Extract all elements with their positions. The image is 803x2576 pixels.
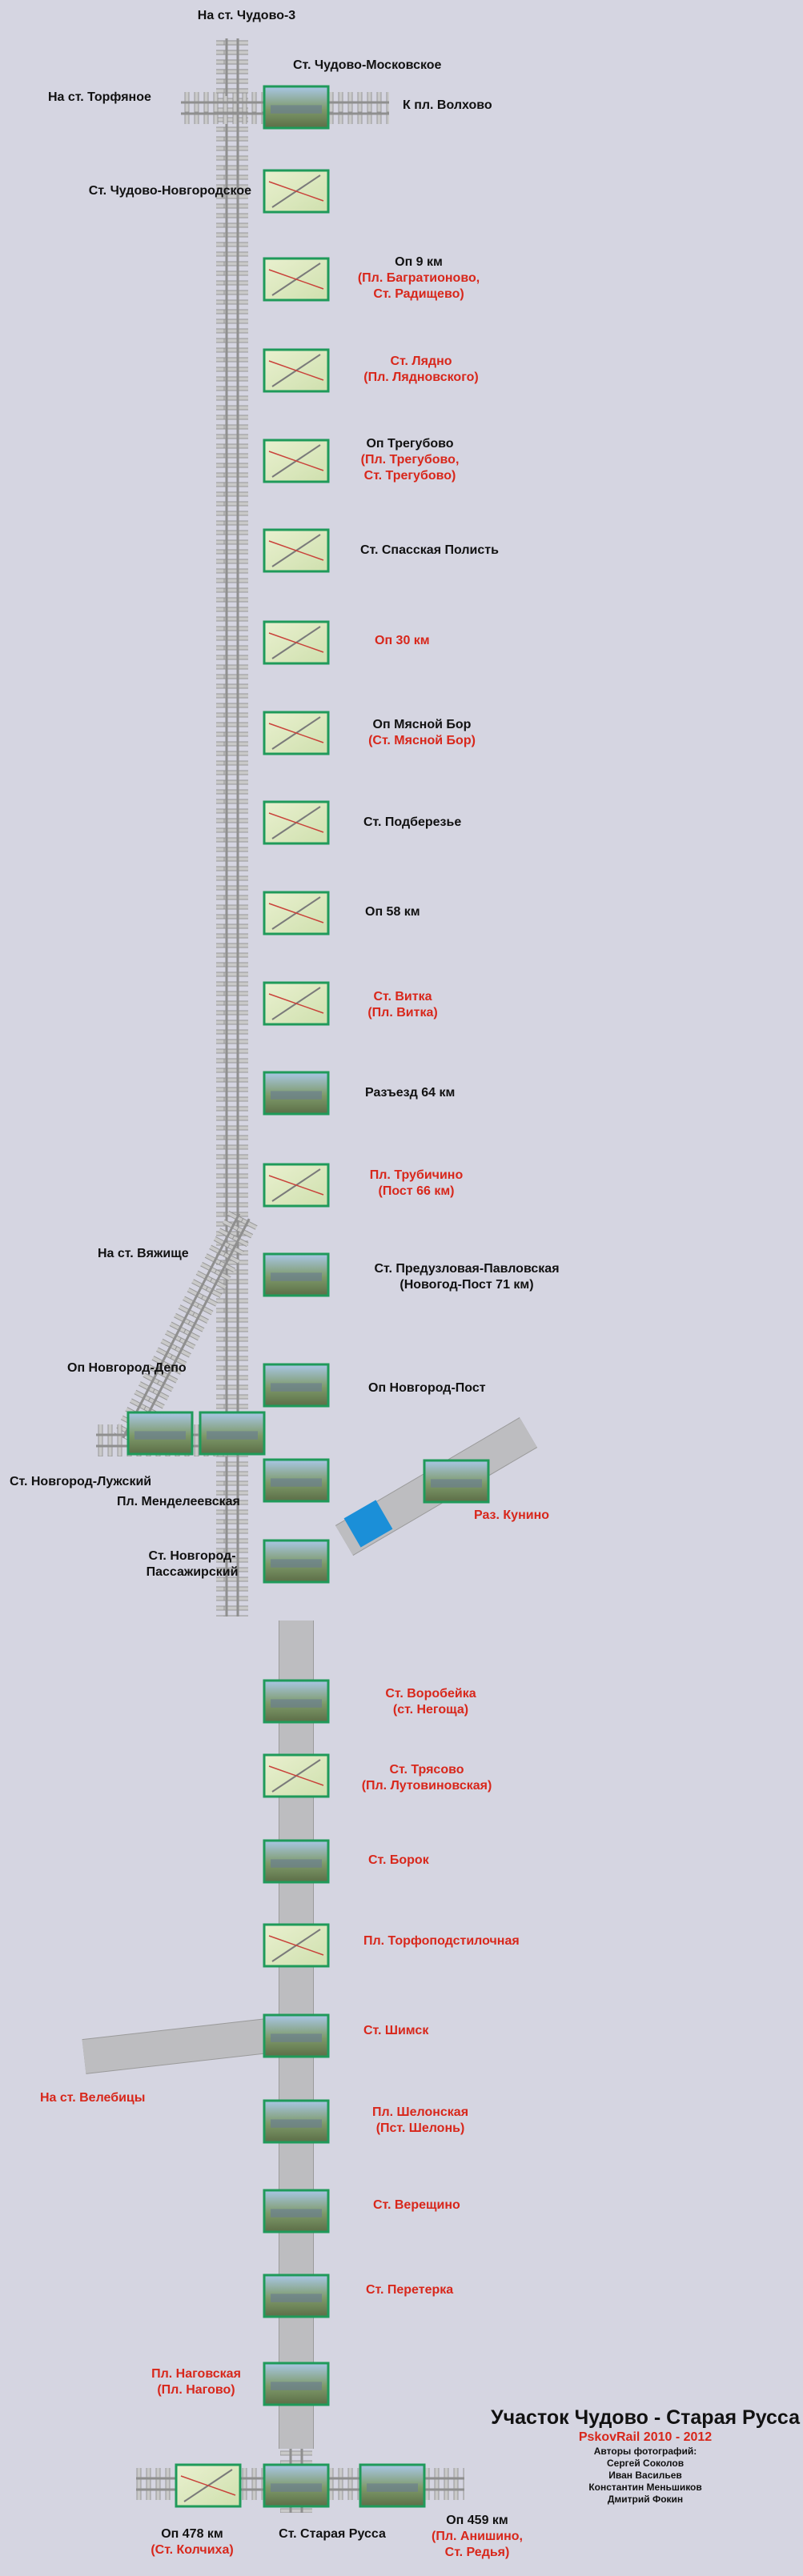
credits-heading: Авторы фотографий: bbox=[593, 2446, 697, 2457]
station-thumbnail bbox=[263, 439, 330, 483]
station-thumbnail bbox=[263, 1252, 330, 1297]
brand-line: PskovRail 2010 - 2012 bbox=[578, 2430, 713, 2444]
station-lyando[interactable]: Ст. Лядно(Пл. Лядновского) bbox=[363, 355, 479, 384]
track-branch-vyazhishche bbox=[114, 1208, 259, 1448]
credit-1: Сергей Соколов bbox=[606, 2458, 685, 2469]
station-thumbnail bbox=[263, 1458, 330, 1503]
station-thumbnail bbox=[199, 1411, 266, 1456]
station-thumbnail bbox=[263, 1679, 330, 1724]
track-main-north bbox=[216, 38, 248, 1617]
station-thumbnail bbox=[263, 2013, 330, 2058]
station-thumbnail bbox=[263, 1071, 330, 1116]
station-vitka[interactable]: Ст. Витка(Пл. Витка) bbox=[367, 990, 438, 1020]
station-thumbnail bbox=[263, 1753, 330, 1798]
station-thumbnail bbox=[263, 1363, 330, 1408]
station-novgorod-pass[interactable]: Ст. Новгород-Пассажирский bbox=[146, 1549, 239, 1579]
station-thumbnail bbox=[359, 2463, 426, 2508]
station-vorobeyka[interactable]: Ст. Воробейка(ст. Негоща) bbox=[385, 1687, 476, 1717]
map-title: Участок Чудово - Старая Русса bbox=[491, 2406, 800, 2429]
label-to-torfyanoe: На ст. Торфяное bbox=[48, 90, 151, 104]
station-spasskaya-polist[interactable]: Ст. Спасская Полисть bbox=[360, 543, 499, 557]
station-thumbnail bbox=[263, 2099, 330, 2144]
station-op-459-km[interactable]: Оп 459 км(Пл. Анишино,Ст. Редья) bbox=[432, 2514, 523, 2559]
label-novgorod-luzhsky[interactable]: Ст. Новгород-Лужский bbox=[10, 1475, 152, 1488]
station-shelonskaya[interactable]: Пл. Шелонская(Пст. Шелонь) bbox=[371, 2105, 469, 2135]
station-thumbnail bbox=[126, 1411, 194, 1456]
station-vereshchino[interactable]: Ст. Верещино bbox=[373, 2198, 460, 2212]
station-thumbnail bbox=[263, 1539, 330, 1584]
track-to-chudovo3 bbox=[216, 38, 248, 96]
station-thumbnail bbox=[263, 2189, 330, 2233]
station-borok[interactable]: Ст. Борок bbox=[368, 1853, 429, 1867]
station-op-58-km[interactable]: Оп 58 км bbox=[365, 905, 420, 919]
photo-layer bbox=[126, 85, 490, 2508]
station-thumbnail bbox=[263, 257, 330, 302]
station-thumbnail bbox=[263, 981, 330, 1026]
station-novgorod-post[interactable]: Оп Новгород-Пост bbox=[368, 1381, 486, 1395]
station-thumbnail bbox=[263, 711, 330, 755]
title-block: Участок Чудово - Старая Русса PskovRail … bbox=[491, 2406, 800, 2506]
station-peretyorka[interactable]: Ст. Перетерка bbox=[366, 2283, 454, 2297]
station-thumbnail bbox=[263, 2362, 330, 2406]
label-to-chudovo3: На ст. Чудово-3 bbox=[197, 9, 296, 22]
station-thumbnail bbox=[263, 1839, 330, 1884]
credit-2: Иван Васильев bbox=[608, 2470, 682, 2481]
station-tregubovo[interactable]: Оп Трегубово(Пл. Трегубово,Ст. Трегубово… bbox=[360, 437, 460, 483]
station-thumbnail bbox=[263, 2463, 330, 2508]
station-thumbnail bbox=[263, 85, 330, 130]
label-to-velebitsy: На ст. Велебицы bbox=[40, 2091, 146, 2105]
station-shimsk[interactable]: Ст. Шимск bbox=[363, 2024, 429, 2037]
label-novgorod-depo[interactable]: Оп Новгород-Депо bbox=[67, 1361, 187, 1375]
station-razezd-64-km[interactable]: Разъезд 64 км bbox=[365, 1086, 456, 1100]
station-preduzlovaya[interactable]: Ст. Предузловая-Павловская(Новогод-Пост … bbox=[374, 1262, 560, 1292]
station-op-478-km[interactable]: Оп 478 км(Ст. Колчиха) bbox=[151, 2527, 234, 2557]
station-chudovo-moskovskoe[interactable]: Ст. Чудово-Московское bbox=[293, 58, 442, 72]
station-trubichino[interactable]: Пл. Трубичино(Пост 66 км) bbox=[369, 1168, 464, 1198]
station-thumbnail bbox=[263, 169, 330, 214]
station-torfopodstilochnaya[interactable]: Пл. Торфоподстилочная bbox=[363, 1934, 520, 1948]
station-myasnoy-bor[interactable]: Оп Мясной Бор(Ст. Мясной Бор) bbox=[368, 718, 476, 747]
label-to-vyazhishche: На ст. Вяжище bbox=[98, 1247, 189, 1260]
station-thumbnail bbox=[263, 800, 330, 845]
station-thumbnail bbox=[263, 2274, 330, 2318]
station-thumbnail bbox=[263, 1163, 330, 1208]
station-thumbnail bbox=[263, 620, 330, 665]
station-staraya-russa[interactable]: Ст. Старая Русса bbox=[279, 2527, 386, 2541]
credit-3: Константин Меньшиков bbox=[588, 2482, 702, 2493]
station-chudovo-novgorodskoe[interactable]: Ст. Чудово-Новгородское bbox=[88, 184, 251, 198]
station-thumbnail bbox=[263, 348, 330, 393]
station-thumbnail bbox=[263, 891, 330, 935]
station-mendeleevskaya[interactable]: Пл. Менделеевская bbox=[117, 1495, 240, 1508]
station-op-30-km[interactable]: Оп 30 км bbox=[375, 634, 430, 647]
station-thumbnail bbox=[263, 528, 330, 573]
track-dismantled-velebitsy bbox=[82, 2016, 299, 2073]
station-nagovskaya[interactable]: Пл. Наговская(Пл. Нагово) bbox=[151, 2367, 241, 2397]
station-thumbnail bbox=[263, 1923, 330, 1968]
station-op-9-km[interactable]: Оп 9 км(Пл. Багратионово,Ст. Радищево) bbox=[357, 255, 480, 301]
station-thumbnail bbox=[423, 1459, 490, 1504]
kunino-crossing bbox=[343, 1500, 393, 1548]
label-kunino[interactable]: Раз. Кунино bbox=[474, 1508, 549, 1522]
credit-4: Дмитрий Фокин bbox=[607, 2494, 684, 2505]
station-thumbnail bbox=[175, 2463, 242, 2508]
station-tryasovo[interactable]: Ст. Трясово(Пл. Лутовиновская) bbox=[361, 1763, 492, 1793]
station-podberezye[interactable]: Ст. Подберезье bbox=[363, 815, 462, 829]
label-to-volkhovo: К пл. Волхово bbox=[403, 98, 492, 112]
